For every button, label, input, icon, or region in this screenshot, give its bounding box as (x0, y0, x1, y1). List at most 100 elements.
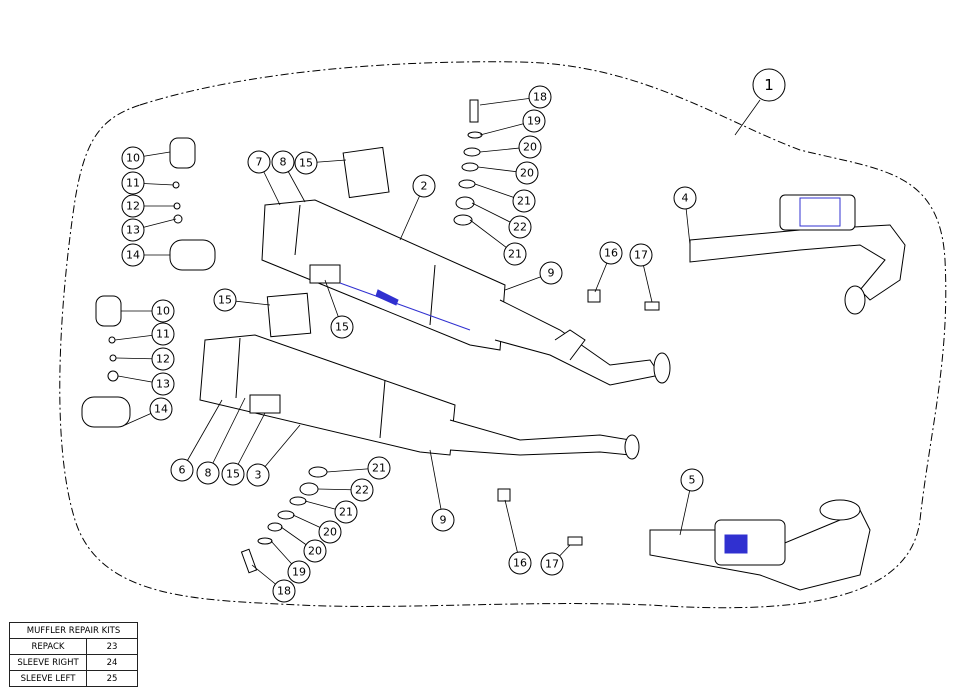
callout-circle (503, 242, 527, 266)
callout-number: 21 (508, 248, 522, 261)
callout-5: 5 (679, 468, 704, 536)
callout-number: 11 (126, 177, 140, 190)
callout-22: 22 (471, 202, 532, 239)
callout-number: 13 (156, 378, 170, 391)
callout-number: 10 (126, 152, 140, 165)
callout-circle (294, 151, 318, 175)
callout-14: 14 (121, 243, 170, 267)
callout-4: 4 (673, 186, 697, 246)
callout-number: 21 (339, 506, 353, 519)
callout-number: 21 (372, 462, 386, 475)
callout-21: 21 (474, 183, 536, 213)
callout-circle (518, 135, 542, 159)
callout-circle (272, 579, 296, 603)
callout-circle (121, 171, 145, 195)
callout-20: 20 (477, 161, 539, 185)
callout-9: 9 (504, 261, 563, 291)
callout-10: 10 (121, 299, 175, 323)
callout-10: 10 (121, 146, 171, 170)
callout-6: 6 (170, 399, 223, 482)
callout-circle (515, 161, 539, 185)
callout-circle (508, 551, 532, 575)
callout-21: 21 (469, 219, 527, 266)
callout-number: 17 (634, 249, 648, 262)
header-pipe-5 (649, 499, 871, 591)
callout-number: 15 (218, 294, 232, 307)
callout-15: 15 (213, 288, 271, 312)
callout-circle (412, 174, 436, 198)
callout-21: 21 (326, 456, 391, 480)
header-pipe-4 (689, 194, 906, 315)
callout-number: 2 (421, 180, 428, 193)
callout-circle (196, 461, 220, 485)
small-parts (81, 99, 660, 574)
callout-3: 3 (246, 424, 301, 487)
callout-number: 20 (323, 526, 337, 539)
callout-8: 8 (196, 397, 246, 485)
callout-18: 18 (479, 85, 552, 109)
callout-9: 9 (429, 449, 455, 532)
callout-circle (528, 85, 552, 109)
callout-circle (680, 468, 704, 492)
callout-number: 12 (156, 353, 170, 366)
svg-text:1: 1 (764, 76, 774, 94)
callout-11: 11 (114, 322, 175, 346)
callout-circle (318, 520, 342, 544)
callout-circle (170, 458, 194, 482)
callout-number: 19 (527, 115, 541, 128)
callout-number: 15 (226, 468, 240, 481)
callout-number: 12 (126, 200, 140, 213)
callout-number: 20 (523, 141, 537, 154)
callout-number: 15 (335, 321, 349, 334)
callout-circle (221, 462, 245, 486)
callout-circle (247, 150, 271, 174)
callout-20: 20 (280, 526, 327, 563)
callout-12: 12 (115, 347, 175, 371)
callout-number: 8 (280, 156, 287, 169)
callout-22: 22 (317, 478, 374, 502)
callout-circle (629, 243, 653, 267)
callout-circle (508, 215, 532, 239)
callout-number: 4 (682, 192, 689, 205)
callout-circle (540, 552, 564, 576)
callout-20: 20 (292, 514, 342, 544)
callout-11: 11 (121, 171, 175, 195)
callout-7: 7 (247, 150, 281, 206)
callout-number: 9 (548, 267, 555, 280)
callout-number: 10 (156, 305, 170, 318)
callout-circle (431, 508, 455, 532)
callout-circle (213, 288, 237, 312)
callout-number: 21 (517, 195, 531, 208)
callout-circle (151, 322, 175, 346)
callout-number: 16 (513, 557, 527, 570)
callout-2: 2 (399, 174, 436, 241)
right-muffler (261, 199, 671, 386)
callout-15: 15 (221, 412, 266, 486)
callout-circle (121, 243, 145, 267)
callout-20: 20 (479, 135, 542, 159)
callout-circle (599, 241, 623, 265)
callout-number: 3 (255, 469, 262, 482)
callout-19: 19 (270, 540, 311, 584)
callout-circle (121, 146, 145, 170)
callout-circle (512, 189, 536, 213)
callout-19: 19 (479, 109, 546, 136)
callout-number: 19 (292, 566, 306, 579)
callout-circle (151, 347, 175, 371)
callout-number: 22 (355, 484, 369, 497)
callout-number: 20 (520, 167, 534, 180)
callout-circle (367, 456, 391, 480)
callout-17: 17 (540, 544, 571, 576)
callout-number: 13 (126, 224, 140, 237)
callout-number: 11 (156, 328, 170, 341)
callout-12: 12 (121, 194, 175, 218)
callout-circle (334, 500, 358, 524)
callout-number: 14 (154, 403, 168, 416)
callout-number: 18 (533, 91, 547, 104)
callout-16: 16 (504, 499, 532, 575)
callout-circle (539, 261, 563, 285)
callout-21: 21 (304, 500, 358, 524)
